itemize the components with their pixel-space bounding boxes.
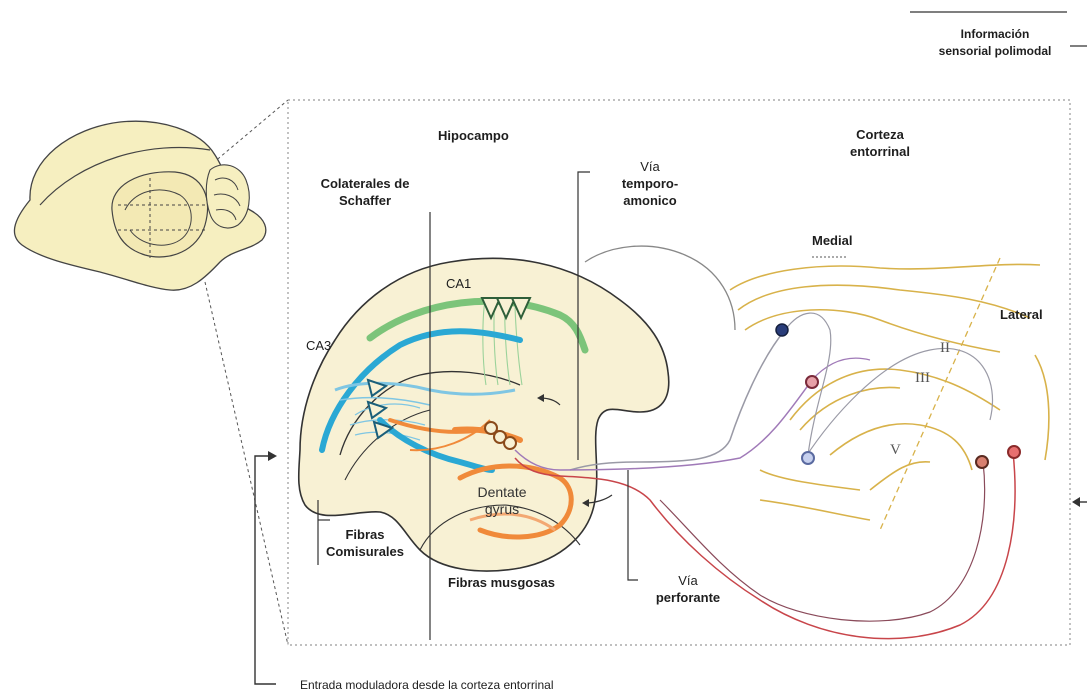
label-colaterales-line1: Colaterales de <box>310 175 420 192</box>
label-via-temporoamonico: Vía temporo- amonico <box>590 158 710 209</box>
label-dentate-line1: Dentate <box>462 484 542 501</box>
hippocampus-body <box>299 246 735 571</box>
label-info-polimodal-line1: Información <box>935 26 1055 43</box>
label-dentate-line2: gyrus <box>462 501 542 518</box>
cortex-neuron-medial-ii <box>776 324 788 336</box>
label-layer-ii: II <box>940 340 950 357</box>
label-hipocampo: Hipocampo <box>438 127 509 144</box>
cortex-neuron-lateral-2 <box>1008 446 1020 458</box>
label-colaterales-schaffer: Colaterales de Schaffer <box>310 175 420 209</box>
zoom-line-bottom <box>205 282 288 645</box>
label-lateral: Lateral <box>1000 306 1043 323</box>
label-corteza-entorrinal: Corteza entorrinal <box>830 126 930 160</box>
label-corteza-line2: entorrinal <box>830 143 930 160</box>
label-info-polimodal: Información sensorial polimodal <box>935 26 1055 60</box>
label-dentate-gyrus: Dentate gyrus <box>462 484 542 518</box>
medial-lateral-divider <box>880 258 1000 530</box>
label-colaterales-line2: Schaffer <box>310 192 420 209</box>
label-ca3: CA3 <box>306 337 331 354</box>
label-fibras-com-line2: Comisurales <box>315 543 415 560</box>
label-corteza-line1: Corteza <box>830 126 930 143</box>
granule-cell-3 <box>504 437 516 449</box>
layer-ii-loop-purple <box>812 358 870 380</box>
label-layer-v: V <box>890 442 901 459</box>
label-medial: Medial <box>812 232 852 249</box>
cortex-neuron-medial-iii <box>806 376 818 388</box>
label-via-temporo-line2: temporo- <box>590 175 710 192</box>
cortex-neuron-lateral-1 <box>976 456 988 468</box>
label-fibras-comisurales: Fibras Comisurales <box>315 526 415 560</box>
label-via-perforante-line2: perforante <box>638 589 738 606</box>
modulating-input-bracket <box>255 451 277 684</box>
zoom-line-top <box>213 100 288 163</box>
right-input-arrow <box>1072 497 1087 507</box>
label-info-polimodal-line2: sensorial polimodal <box>935 43 1055 60</box>
label-via-perforante: Vía perforante <box>638 572 738 606</box>
label-entrada-moduladora: Entrada moduladora desde la corteza ento… <box>300 677 554 694</box>
entorhinal-cortex <box>730 264 1049 520</box>
label-via-perforante-line1: Vía <box>638 572 738 589</box>
label-fibras-com-line1: Fibras <box>315 526 415 543</box>
label-layer-iii: III <box>915 370 930 387</box>
label-via-temporo-line1: Vía <box>590 158 710 175</box>
rodent-brain-illustration <box>14 121 265 290</box>
label-via-temporo-line3: amonico <box>590 192 710 209</box>
label-ca1: CA1 <box>446 275 471 292</box>
label-fibras-musgosas: Fibras musgosas <box>448 574 555 591</box>
cortex-neuron-medial-v <box>802 452 814 464</box>
